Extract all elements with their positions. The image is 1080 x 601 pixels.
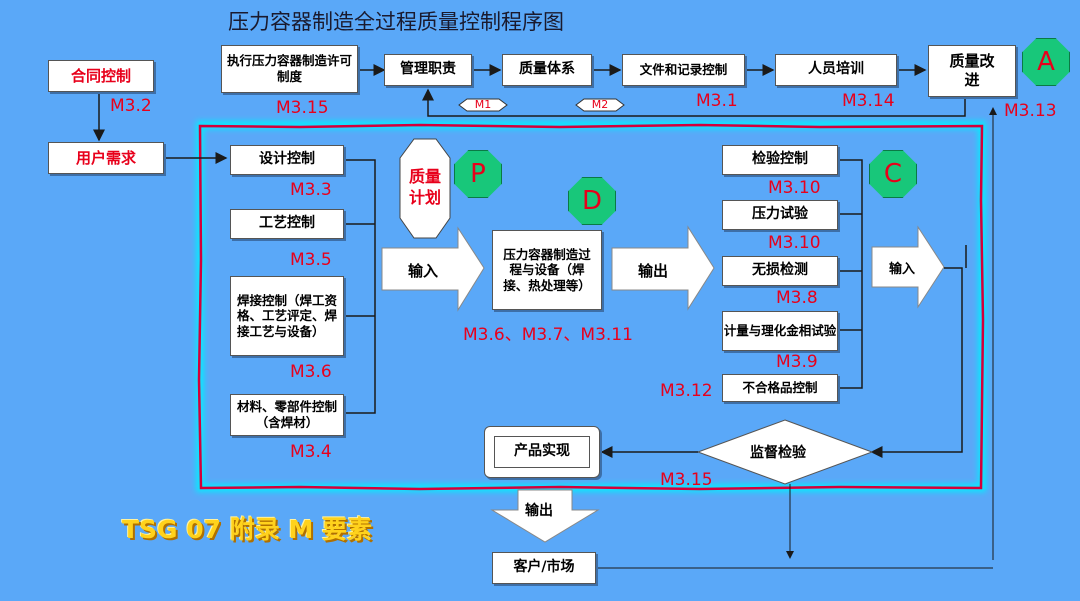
management-box: 管理职责: [384, 54, 472, 86]
m1-label: M1: [474, 98, 492, 111]
ref-process: M3.5: [290, 250, 332, 270]
m1-hexagon: [458, 98, 508, 112]
ref-improvement: M3.13: [1004, 101, 1057, 121]
input2-block-arrow: [871, 225, 945, 309]
training-box: 人员培训: [775, 54, 897, 86]
quality-plan-shape: [399, 138, 451, 239]
ref-training: M3.14: [842, 91, 895, 111]
customer-box: 客户/市场: [492, 552, 596, 584]
permit-box: 执行压力容器制造许可制度: [221, 45, 358, 93]
ref-permit: M3.15: [276, 98, 329, 118]
welding-box: 焊接控制（焊工资格、工艺评定、焊接工艺与设备）: [230, 276, 344, 356]
m2-hexagon: [575, 98, 625, 112]
input-arrow-label: 输入: [408, 262, 439, 280]
output-block-arrow: [611, 225, 715, 311]
process-box: 工艺控制: [230, 209, 344, 239]
improvement-box: 质量改进: [928, 45, 1016, 97]
product-outer: 产品实现: [484, 426, 600, 478]
main-frame: [197, 123, 985, 491]
page-title: 压力容器制造全过程质量控制程序图: [228, 10, 564, 34]
ref-ndt: M3.8: [776, 288, 818, 308]
design-box: 设计控制: [230, 145, 344, 175]
pdca-a-badge: A: [1022, 38, 1070, 86]
pdca-c-badge: C: [869, 150, 917, 198]
ref-doc: M3.1: [696, 91, 738, 111]
input-block-arrow: [381, 226, 485, 312]
material-box: 材料、零部件控制（含焊材）: [230, 394, 344, 436]
supervision-label: 监督检验: [750, 445, 806, 461]
manufacture-box: 压力容器制造过程与设备（焊接、热处理等）: [492, 230, 602, 310]
user-need-box: 用户需求: [48, 142, 164, 174]
ref-nonconform: M3.12: [660, 381, 713, 401]
quality-system-box: 质量体系: [502, 54, 592, 86]
ref-inspection: M3.10: [768, 178, 821, 198]
ref-welding: M3.6: [290, 362, 332, 382]
ref-material: M3.4: [290, 442, 332, 462]
pressure-test-box: 压力试验: [722, 200, 838, 230]
contract-box: 合同控制: [48, 60, 154, 92]
inspection-box: 检验控制: [722, 145, 838, 175]
tsg-label: TSG 07 附录 M 要素: [122, 515, 373, 544]
ref-manufacture: M3.6、M3.7、M3.11: [463, 325, 633, 345]
m2-label: M2: [591, 98, 609, 111]
input2-arrow-label: 输入: [889, 262, 916, 277]
ref-metrology: M3.9: [776, 352, 818, 372]
output-arrow-label: 输出: [638, 262, 669, 280]
pdca-p-badge: P: [454, 150, 502, 198]
ref-supervision: M3.15: [660, 470, 713, 490]
ref-pressure: M3.10: [768, 233, 821, 253]
nonconform-box: 不合格品控制: [722, 374, 838, 402]
product-box: 产品实现: [494, 436, 590, 468]
doc-control-box: 文件和记录控制: [622, 54, 745, 86]
ref-contract: M3.2: [110, 96, 152, 116]
output2-block-arrow: [490, 489, 600, 543]
ndt-box: 无损检测: [722, 256, 838, 286]
pdca-d-badge: D: [568, 177, 616, 225]
supervision-diamond: [696, 419, 874, 485]
quality-plan-label: 质量计划: [409, 167, 442, 207]
metrology-box: 计量与理化金相试验: [722, 311, 838, 351]
ref-design: M3.3: [290, 180, 332, 200]
output2-arrow-label: 输出: [525, 503, 553, 519]
